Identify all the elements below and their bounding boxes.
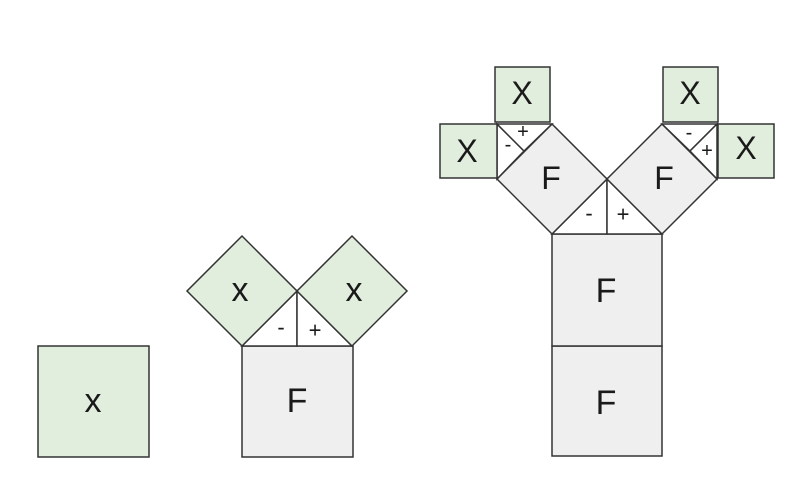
- trunk-top-label: F: [596, 272, 617, 310]
- trunk-bottom-square: [551, 345, 663, 457]
- leaf-top-left-label: X: [511, 75, 532, 111]
- f-label: F: [287, 382, 308, 420]
- main-plus-sign: +: [617, 202, 630, 227]
- left-small-minus-sign: -: [505, 134, 512, 156]
- right-small-triangle-right-half: [688, 122, 718, 181]
- leaf-left: [439, 123, 498, 179]
- minus-sign: -: [277, 315, 284, 340]
- leaf-right: [717, 123, 775, 179]
- leaf-right-label: X: [735, 130, 756, 166]
- leaf-top-right-label: X: [679, 75, 700, 111]
- main-minus-sign: -: [585, 201, 592, 226]
- leaf-top-right: [662, 66, 719, 123]
- stage-2-tree: F - + x x: [185, 234, 409, 458]
- trunk-top-square: [551, 233, 663, 347]
- leaf-square: [37, 345, 150, 458]
- stage-1-leaf: x: [37, 345, 150, 458]
- stage-3-tree: F F - + F F - + - + X X X X: [439, 66, 775, 457]
- leaf-top-left: [494, 66, 551, 123]
- right-x-label: x: [346, 271, 363, 309]
- right-small-minus-sign: -: [686, 122, 693, 144]
- left-f-label: F: [541, 160, 561, 196]
- f-square: [241, 345, 354, 458]
- leaf-label: x: [85, 382, 102, 420]
- left-x-label: x: [232, 271, 249, 309]
- left-small-triangle-right-half: [495, 123, 554, 153]
- plus-sign: +: [309, 318, 322, 343]
- leaf-left-label: X: [456, 133, 477, 169]
- left-small-plus-sign: +: [517, 121, 529, 143]
- left-x-diamond: [185, 234, 299, 348]
- right-x-diamond: [295, 234, 409, 348]
- right-f-label: F: [654, 160, 674, 196]
- right-small-plus-sign: +: [701, 140, 713, 162]
- trunk-bottom-label: F: [596, 384, 617, 422]
